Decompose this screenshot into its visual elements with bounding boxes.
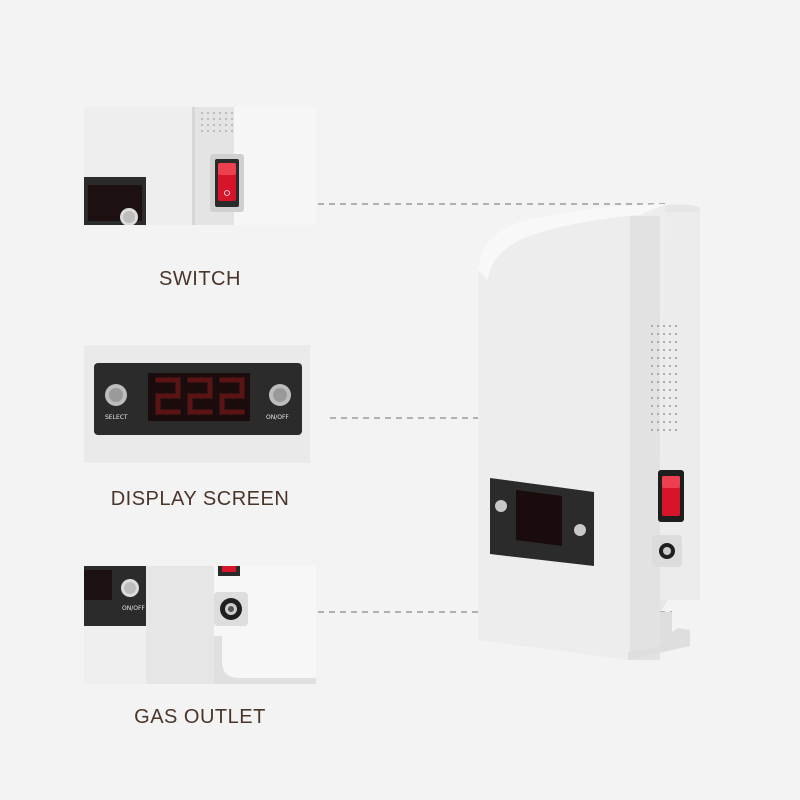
switch-caption: SWITCH — [159, 268, 241, 290]
gas-outlet-caption: GAS OUTLET — [134, 706, 266, 728]
display-closeup-photo: SELECT ON/OFF — [84, 345, 310, 463]
onoff-label: ON/OFF — [266, 414, 289, 421]
gas-outlet-icon — [214, 592, 248, 626]
device-gas-outlet — [652, 535, 682, 567]
vent-grille — [650, 324, 678, 432]
select-label: SELECT — [105, 414, 128, 421]
device-control-panel — [490, 478, 594, 566]
seven-segment-digits — [155, 377, 245, 415]
onoff-button[interactable] — [269, 384, 291, 406]
svg-text:ON/OFF: ON/OFF — [122, 605, 145, 612]
device-rocker-switch[interactable] — [658, 470, 684, 522]
switch-closeup-photo — [84, 107, 316, 225]
display-caption: DISPLAY SCREEN — [110, 488, 290, 510]
select-button[interactable] — [105, 384, 127, 406]
outlet-closeup-photo: ON/OFF — [84, 566, 316, 684]
rocker-switch-icon — [210, 154, 244, 212]
